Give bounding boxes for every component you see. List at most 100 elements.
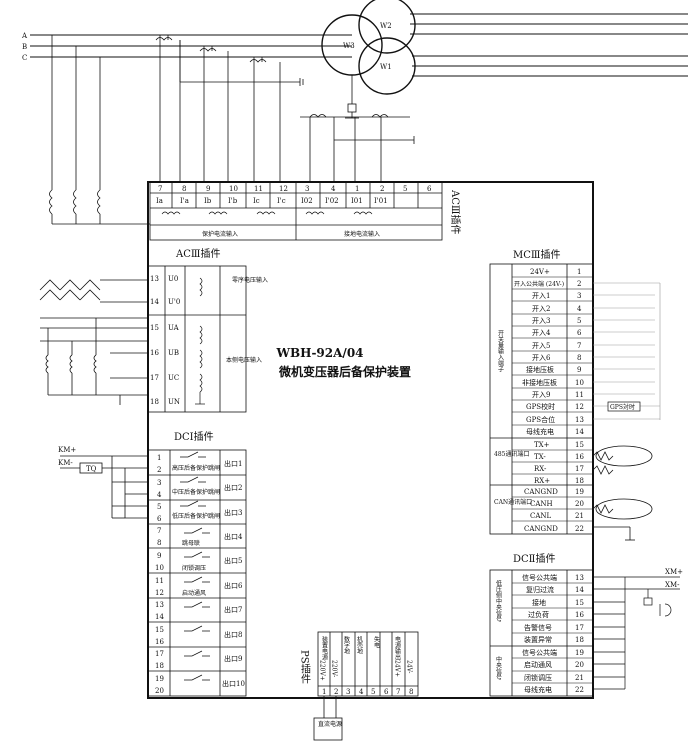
- signal: I01: [351, 197, 363, 205]
- gps-box: [607, 401, 641, 412]
- mciii-group-485: 485通讯端口: [494, 450, 529, 458]
- device-name: 微机变压器后备保护装置: [278, 364, 411, 379]
- signal: Ia: [156, 197, 163, 205]
- pin: 3: [346, 688, 350, 696]
- signal: I'a: [180, 197, 189, 205]
- gps-box-label: GPS対时: [610, 403, 635, 411]
- km-pos-label: KM+: [58, 446, 76, 454]
- xm-pos-label: XM+: [665, 568, 683, 576]
- pin: 13: [155, 601, 164, 609]
- pin: 13: [150, 275, 159, 283]
- signal: UA: [168, 324, 180, 332]
- pin: 7: [577, 342, 581, 350]
- pin: 2: [380, 185, 384, 193]
- row-label: 信号公共端: [522, 573, 557, 582]
- dcii-group-central: 中央信号: [495, 655, 502, 681]
- aciii-left-signals: U0 U'0 UA UB UC UN: [168, 275, 180, 406]
- row-label: TX+: [534, 441, 550, 449]
- contact-label: 跳母联: [182, 539, 200, 547]
- dcii-external-wiring: [593, 576, 680, 690]
- pin: 5: [157, 503, 161, 511]
- pin: 19: [575, 649, 584, 657]
- pin: 7: [396, 688, 400, 696]
- row-label: 开入2: [532, 305, 550, 313]
- mciii-table: [489, 263, 594, 535]
- pin: 15: [150, 324, 159, 332]
- left-pts: [39, 279, 148, 405]
- mciii-row-lines: [512, 276, 593, 522]
- pin: 11: [575, 391, 584, 399]
- aciii-left-title: ACⅢ插件: [175, 247, 221, 260]
- ps-group-fail: 失电: [373, 635, 380, 648]
- signal: UC: [168, 374, 179, 382]
- pin: 8: [157, 539, 161, 547]
- contact-label: 低压后备保护跳闸: [172, 512, 220, 520]
- dci-external-wiring: [60, 455, 148, 519]
- pin: 12: [279, 185, 288, 193]
- dcii-row-labels: 信号公共端 复归过流 接地 过负荷 告警信号 装置异常 信号公共端 启动通风 闭…: [522, 573, 557, 694]
- signal: I'b: [228, 197, 238, 205]
- contact-label: 闭锁调压: [182, 564, 206, 572]
- neutral-ct: [300, 75, 415, 182]
- aciii-group-current: 保护电流输入: [202, 230, 238, 238]
- km-neg-label: KM-: [58, 459, 73, 467]
- mciii-title: MCⅢ插件: [513, 248, 561, 261]
- pin: 2: [334, 688, 338, 696]
- winding-w1: W1: [380, 63, 392, 71]
- row-label: CANH: [530, 500, 553, 508]
- contact-label: 启动通风: [182, 589, 206, 597]
- output-label: 出口10: [222, 679, 245, 688]
- row-label: 复归过流: [526, 585, 554, 594]
- ps-group-gnd: 数字地: [343, 635, 350, 654]
- aciii-left-coils: [195, 277, 205, 405]
- pin: 16: [575, 453, 584, 461]
- winding-w3: W3: [343, 42, 355, 50]
- contact-label: 中压后备保护跳闸: [172, 488, 220, 496]
- pin: 7: [157, 527, 161, 535]
- pin: 18: [150, 398, 159, 406]
- row-label: TX-: [534, 453, 546, 461]
- dci-contact-labels: 高压后备保护跳闸 中压后备保护跳闸 低压后备保护跳闸 跳母联 闭锁调压 启动通风: [172, 464, 220, 597]
- pin: 9: [577, 366, 581, 374]
- row-label: 开入5: [532, 342, 550, 350]
- pin: 2: [577, 280, 581, 288]
- pin: 11: [155, 577, 164, 585]
- pin: 3: [577, 292, 581, 300]
- pin: 17: [155, 650, 164, 658]
- pin: 9: [157, 552, 161, 560]
- ps-title: PS插件: [299, 650, 311, 684]
- phase-c-label: C: [22, 54, 27, 62]
- pin: 13: [575, 574, 584, 582]
- row-label: 母线充电: [524, 685, 552, 694]
- tq-label: TQ: [86, 465, 97, 473]
- dcii-group-lowside: 低压侧中央信号: [495, 579, 502, 623]
- xm-neg-label: XM-: [665, 581, 680, 589]
- pin: 22: [575, 525, 584, 533]
- pin: 1: [322, 688, 326, 696]
- pin: 9: [206, 185, 210, 193]
- pin: 3: [157, 479, 161, 487]
- row-label: 告警信号: [524, 623, 552, 632]
- pin: 15: [155, 626, 164, 634]
- signal: I'01: [374, 197, 388, 205]
- signal: U0: [168, 275, 178, 283]
- signal: Ib: [204, 197, 212, 205]
- pin: 6: [427, 185, 432, 193]
- dci-pins: 1 2 3 4 5 6 7 8 9 10 11 12 13 14 15 16 1…: [155, 454, 164, 695]
- row-label: 信号公共端: [522, 648, 557, 657]
- dci-table: [147, 449, 247, 697]
- aciii-group-ground: 接地电流输入: [344, 230, 380, 238]
- col-label: 220V-: [331, 660, 338, 677]
- aciii-top-pins: 7 8 9 10 11 12 3 4 1 2 5 6: [158, 185, 432, 193]
- pin: 17: [150, 374, 159, 382]
- mciii-row-pins: 1 2 3 4 5 6 7 8 9 10 11 12 13 14 15 16 1…: [575, 268, 584, 533]
- row-label: 开入公共端 (24V-): [514, 280, 564, 288]
- pin: 4: [577, 305, 582, 313]
- pin: 14: [155, 613, 164, 621]
- pin: 20: [155, 687, 164, 695]
- dci-title: DCⅠ插件: [174, 430, 214, 443]
- output-label: 出口2: [224, 483, 242, 492]
- pin: 10: [155, 564, 164, 572]
- aciii-group-zero-seq: 零序电压输入: [232, 276, 268, 284]
